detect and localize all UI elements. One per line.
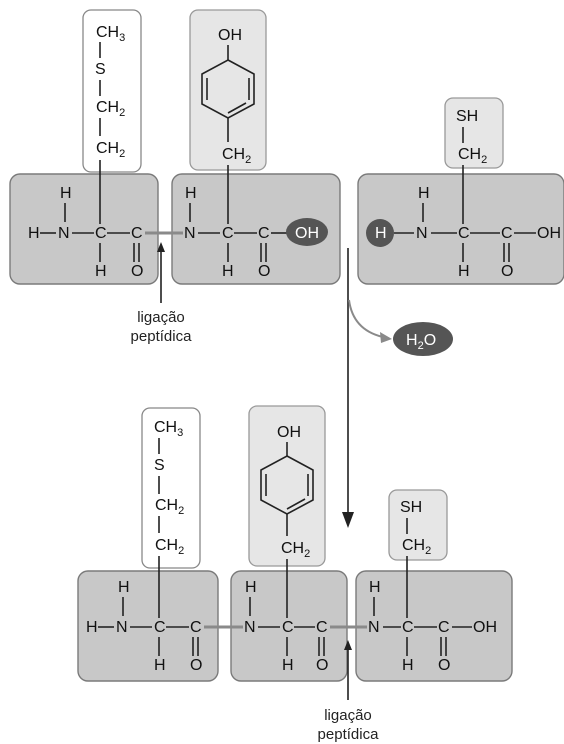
n-atom: N — [116, 619, 128, 636]
h-atom: H — [222, 263, 234, 280]
h-atom: H — [28, 225, 40, 242]
ch2-label: CH2 — [222, 146, 251, 166]
h-atom: H — [402, 657, 414, 674]
sulfur-label: S — [95, 61, 106, 78]
reaction-arrowhead — [342, 512, 354, 528]
thiol-label: SH — [400, 499, 422, 516]
tyrosine-backbone-box — [171, 173, 341, 285]
sulfur-label: S — [154, 457, 165, 474]
carbonyl-carbon: C — [316, 619, 328, 636]
n-atom: N — [244, 619, 256, 636]
ch3-label: CH3 — [96, 24, 125, 44]
tyrosine-side-chain: OH CH2 — [201, 27, 255, 224]
methionine-side-chain: CH3 S CH2 CH2 — [95, 24, 125, 224]
n-atom: N — [58, 225, 70, 242]
tyrosine-side-chain: OH CH2 — [260, 424, 314, 618]
cysteine-side-chain-box — [388, 489, 448, 561]
cysteine-side-chain: SH CH2 — [456, 108, 487, 224]
h-atom: H — [282, 657, 294, 674]
ch2-label: CH2 — [155, 497, 184, 517]
peptide-bond-label-bottom-line1: ligação — [324, 707, 372, 724]
alpha-carbon: C — [458, 225, 470, 242]
h-atom: H — [154, 657, 166, 674]
h-atom: H — [458, 263, 470, 280]
cysteine-side-chain: SH CH2 — [400, 499, 431, 618]
o-atom: O — [438, 657, 450, 674]
hydroxyl-label: OH — [277, 424, 301, 441]
leaving-hydroxyl-label: OH — [295, 225, 319, 242]
methionine-side-chain-box — [141, 407, 201, 569]
methionine-backbone-box — [9, 173, 159, 285]
h-atom: H — [245, 579, 257, 596]
cysteine-backbone: H N H C H C O OH — [366, 185, 561, 280]
ch2-label: CH2 — [402, 537, 431, 557]
tyrosine-backbone: N H C H C O — [244, 579, 328, 674]
ch2-label: CH2 — [96, 99, 125, 119]
water-ellipse — [393, 322, 453, 356]
o-atom: O — [258, 263, 270, 280]
h-atom: H — [418, 185, 430, 202]
cysteine-side-chain-box — [444, 97, 504, 169]
peptide-bond-label-bottom-line2: peptídica — [318, 726, 380, 743]
water-release-arrow — [348, 299, 384, 338]
ch2-label: CH2 — [96, 140, 125, 160]
water-label: H2O — [406, 332, 436, 352]
hydroxyl-label: OH — [537, 225, 561, 242]
n-atom: N — [184, 225, 196, 242]
o-atom: O — [131, 263, 143, 280]
leaving-hydrogen-label: H — [375, 225, 387, 242]
o-atom: O — [190, 657, 202, 674]
hydroxyl-label: OH — [473, 619, 497, 636]
peptide-bond-label-top-line1: ligação — [137, 309, 185, 326]
methionine-side-chain: CH3 S CH2 CH2 — [154, 419, 184, 618]
tyrosine-backbone: N H C H C O OH — [184, 185, 328, 280]
o-atom: O — [501, 263, 513, 280]
cysteine-backbone: N H C H C O OH — [368, 579, 497, 674]
carbonyl-carbon: C — [131, 225, 143, 242]
ch2-label: CH2 — [281, 540, 310, 560]
ch3-label: CH3 — [154, 419, 183, 439]
h-atom: H — [369, 579, 381, 596]
h-atom: H — [185, 185, 197, 202]
methionine-backbone: H N H C H C O — [28, 185, 143, 280]
carbonyl-carbon: C — [438, 619, 450, 636]
peptide-label-arrowhead — [157, 242, 165, 252]
carbonyl-carbon: C — [258, 225, 270, 242]
alpha-carbon: C — [282, 619, 294, 636]
leaving-hydrogen-ellipse — [366, 219, 394, 247]
peptide-bond-label-top-line2: peptídica — [131, 328, 193, 345]
hydroxyl-label: OH — [218, 27, 242, 44]
n-atom: N — [416, 225, 428, 242]
alpha-carbon: C — [154, 619, 166, 636]
alpha-carbon: C — [402, 619, 414, 636]
h-atom: H — [60, 185, 72, 202]
cysteine-backbone-box — [357, 173, 564, 285]
carbonyl-carbon: C — [501, 225, 513, 242]
methionine-backbone: H N H C H C O — [86, 579, 202, 674]
ch2-label: CH2 — [155, 537, 184, 557]
h-atom: H — [118, 579, 130, 596]
h-atom: H — [95, 263, 107, 280]
leaving-hydroxyl-ellipse — [286, 218, 328, 246]
alpha-carbon: C — [95, 225, 107, 242]
o-atom: O — [316, 657, 328, 674]
thiol-label: SH — [456, 108, 478, 125]
h-atom: H — [86, 619, 98, 636]
carbonyl-carbon: C — [190, 619, 202, 636]
n-atom: N — [368, 619, 380, 636]
alpha-carbon: C — [222, 225, 234, 242]
ch2-label: CH2 — [458, 146, 487, 166]
water-release-arrowhead — [380, 332, 392, 343]
peptide-label-arrowhead — [344, 640, 352, 650]
methionine-side-chain-box — [82, 9, 142, 173]
